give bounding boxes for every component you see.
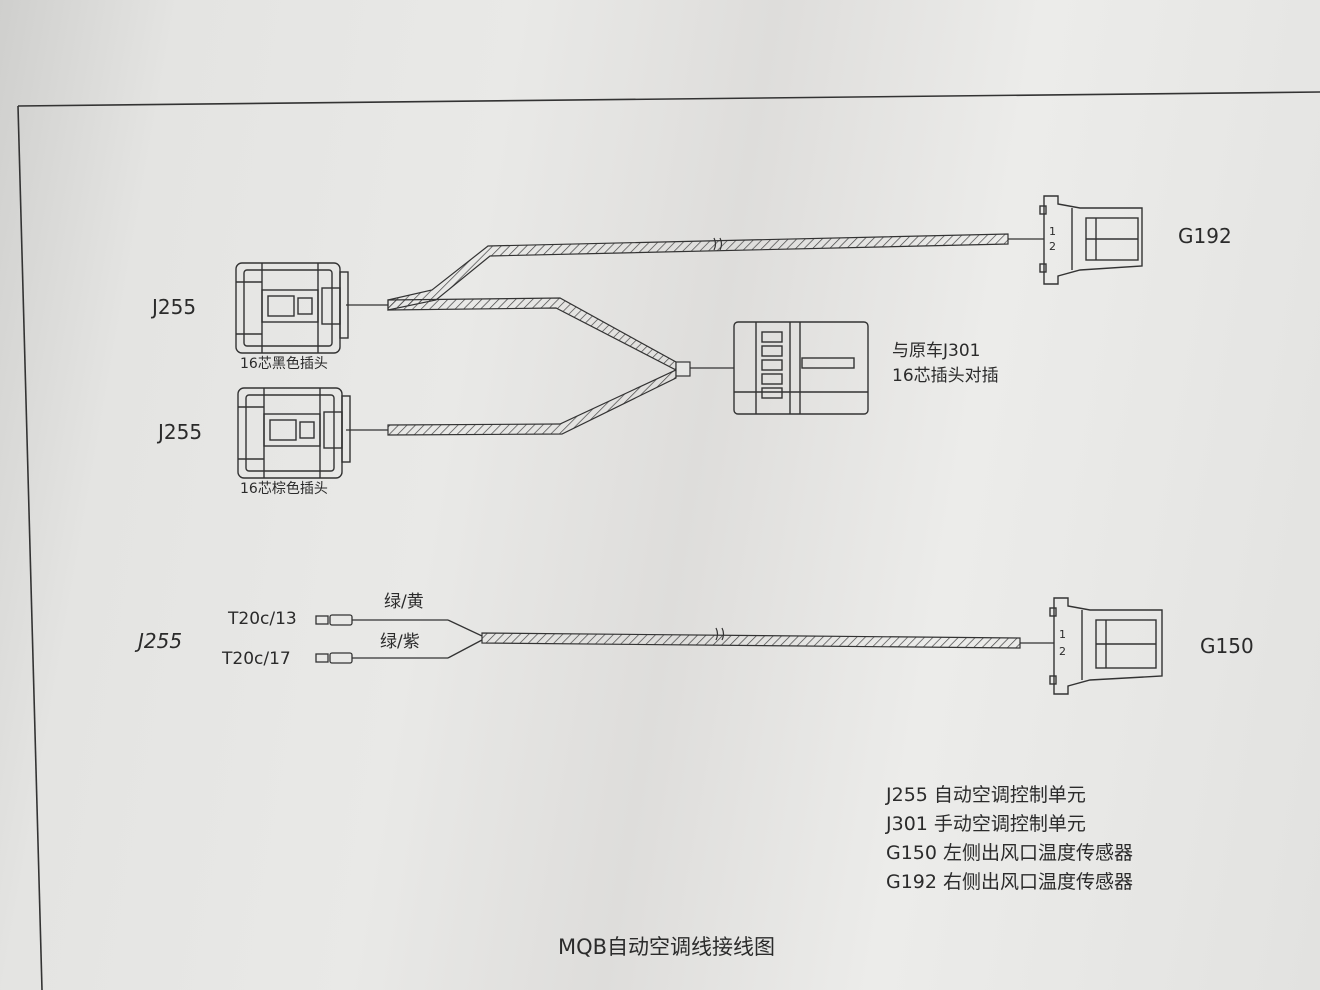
label-wire-green-purple: 绿/紫 [380, 632, 420, 652]
legend-item-j301: J301 手动空调控制单元 [886, 813, 1086, 835]
label-plug-brown: 16芯棕色插头 [240, 481, 328, 497]
junction-block [675, 361, 691, 377]
label-wire-green-yellow: 绿/黄 [384, 592, 424, 612]
legend-item-g192: G192 右侧出风口温度传感器 [886, 871, 1134, 893]
leads-t20c [315, 614, 483, 664]
label-plug-black: 16芯黑色插头 [240, 356, 328, 372]
connector-j301 [733, 321, 869, 415]
frame-left-border [17, 105, 43, 990]
break-marks [713, 237, 725, 641]
label-j255-brown: J255 [158, 420, 203, 444]
legend-item-j255: J255 自动空调控制单元 [886, 784, 1086, 806]
harness-j255-brown [387, 369, 677, 436]
label-g192: G192 [1178, 224, 1232, 248]
diagram-title: MQB自动空调线接线图 [558, 935, 776, 959]
connector-g192 [1039, 195, 1143, 285]
label-g150-pin1: 1 [1059, 628, 1066, 641]
connector-j255-black [235, 262, 349, 354]
label-g192-pin1: 1 [1049, 225, 1056, 238]
label-j255-t20c: J255 [138, 629, 183, 653]
frame-border [17, 91, 1320, 107]
label-j255-black: J255 [152, 295, 197, 319]
label-g192-pin2: 2 [1049, 240, 1056, 253]
label-j301-line1: 与原车J301 [892, 341, 981, 361]
legend-item-g150: G150 左侧出风口温度传感器 [886, 842, 1134, 864]
label-g150-pin2: 2 [1059, 645, 1066, 658]
label-j301-line2: 16芯插头对插 [892, 366, 999, 386]
connector-j255-brown [237, 387, 351, 479]
harness-g150 [481, 632, 1021, 649]
label-g150: G150 [1200, 634, 1254, 658]
connector-g150 [1049, 597, 1163, 695]
label-t20c13: T20c/13 [228, 609, 297, 629]
label-t20c17: T20c/17 [222, 649, 291, 669]
